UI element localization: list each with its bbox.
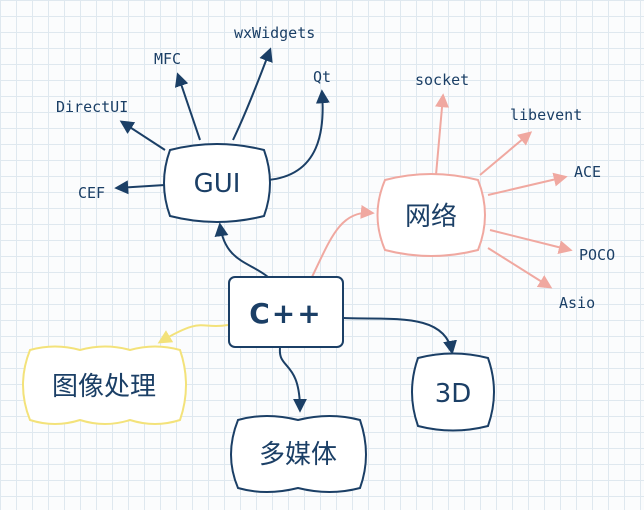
edge-gui-cef: [114, 180, 166, 195]
network-node: 网络: [376, 173, 486, 257]
network-child-poco: POCO: [579, 246, 615, 264]
gui-child-mfc: MFC: [154, 50, 181, 68]
edge-center-network: [311, 204, 375, 278]
multimedia-label: 多媒体: [259, 440, 337, 470]
edge-gui-mfc: [174, 72, 201, 141]
center-node: C++: [228, 276, 344, 348]
threed-node: 3D: [411, 352, 495, 432]
edge-gui-directui: [119, 120, 166, 151]
edge-center-image: [157, 324, 229, 344]
edge-net-asio: [487, 247, 553, 289]
network-child-socket: socket: [415, 71, 469, 89]
image-processing-label: 图像处理: [52, 372, 156, 402]
gui-child-directui: DirectUI: [56, 98, 128, 116]
edge-center-multimedia: [278, 347, 307, 413]
multimedia-node: 多媒体: [230, 415, 367, 493]
gui-child-wxwidgets: wxWidgets: [234, 24, 315, 42]
edge-net-socket: [435, 93, 449, 176]
edge-center-gui: [214, 222, 269, 278]
gui-label: GUI: [194, 169, 241, 199]
edge-net-ace: [487, 172, 568, 196]
network-label: 网络: [405, 202, 457, 232]
center-label: C++: [249, 297, 322, 330]
gui-child-qt: Qt: [313, 68, 331, 86]
network-child-libevent: libevent: [510, 106, 582, 124]
edge-center-3d: [343, 317, 457, 355]
gui-node: GUI: [163, 143, 271, 223]
gui-child-cef: CEF: [78, 184, 105, 202]
image-processing-node: 图像处理: [22, 345, 187, 425]
threed-label: 3D: [435, 379, 472, 409]
edge-net-libevent: [479, 131, 533, 176]
edge-gui-qt: [267, 89, 330, 181]
edge-gui-wxwidgets: [232, 47, 273, 141]
network-child-asio: Asio: [559, 294, 595, 312]
edge-net-poco: [489, 229, 573, 255]
network-child-ace: ACE: [574, 163, 601, 181]
